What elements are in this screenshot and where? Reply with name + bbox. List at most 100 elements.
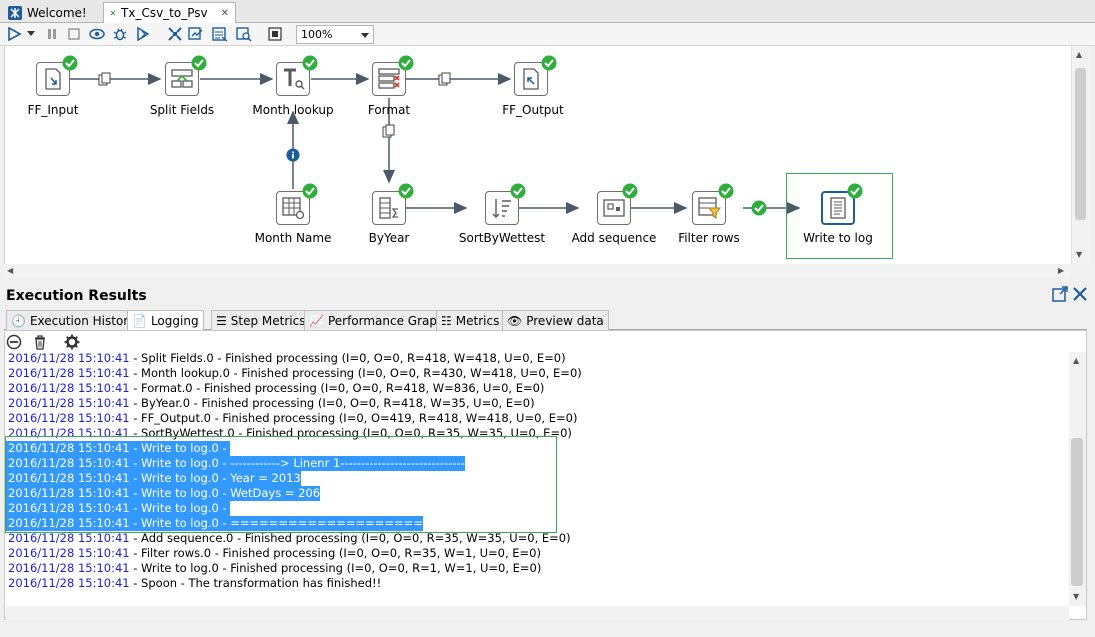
info-icon (286, 148, 300, 162)
success-badge-icon (622, 183, 638, 199)
file-output-icon (523, 68, 539, 90)
tab-label: Metrics (455, 313, 500, 328)
scroll-thumb[interactable] (1075, 68, 1086, 220)
scroll-up-icon[interactable]: ▲ (1076, 50, 1083, 59)
scroll-down-icon[interactable]: ▼ (1076, 250, 1083, 259)
verify-icon[interactable] (167, 26, 183, 42)
metrics-icon: ☷ (441, 313, 452, 328)
zoom-select[interactable]: 100% (296, 25, 374, 44)
log-horizontal-scrollbar[interactable] (6, 606, 1069, 620)
tab-step-metrics[interactable]: ☰Step Metrics (211, 310, 311, 330)
copy-rows-icon (438, 72, 451, 86)
impact-icon[interactable] (188, 26, 204, 42)
log-line: 2016/11/28 15:10:41 - Write to log.0 - W… (6, 486, 1066, 501)
tab-preview-data[interactable]: 👁Preview data (502, 310, 609, 330)
tab-logging[interactable]: 📄Logging (127, 310, 204, 330)
close-icon[interactable] (1072, 286, 1088, 302)
write-to-log-icon (830, 197, 846, 219)
log-line-selected: 2016/11/28 15:10:41 - Write to log.0 - Y… (6, 471, 301, 486)
step-split-fields[interactable] (165, 62, 199, 96)
log-message: - Write to log.0 - Finished processing (… (129, 561, 542, 575)
tab-transformation[interactable]: Tx_Csv_to_Psv ✕ (103, 2, 236, 23)
log-text-area[interactable]: 2016/11/28 15:10:41 - Split Fields.0 - F… (6, 352, 1066, 606)
log-line-text: 2016/11/28 15:10:41 - Write to log.0 - F… (6, 561, 541, 575)
step-label: Format (367, 103, 411, 117)
graph-icon: 📈 (309, 313, 324, 328)
step-label: Filter rows (678, 231, 740, 245)
transformation-canvas[interactable]: FF_Input Split Fields Month lookup Forma… (4, 46, 1071, 264)
step-month-name[interactable] (276, 191, 310, 225)
step-label: FF_Input (27, 103, 79, 117)
tab-metrics[interactable]: ☷Metrics (436, 310, 505, 330)
tab-welcome[interactable]: Welcome! (2, 2, 93, 23)
scroll-down-icon[interactable]: ▼ (1073, 592, 1080, 601)
step-sortbywettest[interactable] (485, 191, 519, 225)
debug-icon[interactable] (112, 26, 128, 42)
data-grid-icon (282, 197, 305, 220)
clear-log-icon[interactable] (6, 334, 22, 350)
select-values-icon (378, 68, 400, 89)
log-vertical-scrollbar[interactable]: ▲ ▼ (1069, 352, 1086, 606)
step-label: Month Name (254, 231, 332, 245)
scroll-thumb[interactable] (1071, 438, 1083, 586)
sort-rows-icon (492, 199, 511, 218)
hops-layer (70, 73, 801, 214)
history-icon: 🕘 (11, 313, 26, 328)
step-ff-output[interactable] (514, 62, 548, 96)
step-write-to-log[interactable] (821, 191, 855, 225)
selected-step-frame (786, 173, 893, 259)
scroll-left-icon[interactable]: ◀ (7, 266, 14, 275)
replay-icon[interactable] (135, 26, 151, 42)
success-badge-icon (847, 183, 863, 199)
log-line-text: 2016/11/28 15:10:41 - Format.0 - Finishe… (6, 381, 544, 395)
tab-label: Preview data (526, 313, 604, 328)
explore-db-icon[interactable] (236, 26, 252, 42)
log-message: - FF_Output.0 - Finished processing (I=0… (129, 411, 578, 425)
log-message: - Month lookup.0 - Finished processing (… (129, 366, 582, 380)
group-by-icon (379, 197, 398, 219)
run-dropdown-icon[interactable] (26, 26, 36, 42)
add-sequence-icon (603, 199, 625, 217)
eye-icon: 👁 (507, 313, 523, 328)
scroll-up-icon[interactable]: ▲ (1073, 356, 1080, 365)
log-line-text: 2016/11/28 15:10:41 - FF_Output.0 - Fini… (6, 411, 577, 425)
close-tab-icon[interactable]: ✕ (220, 7, 229, 19)
success-badge-icon (302, 183, 318, 199)
success-badge-icon (302, 55, 318, 71)
file-input-icon (45, 68, 61, 90)
log-line: 2016/11/28 15:10:41 - ByYear.0 - Finishe… (6, 396, 1066, 411)
log-line-text: 2016/11/28 15:10:41 - Month lookup.0 - F… (6, 366, 582, 380)
scroll-right-icon[interactable]: ▶ (1058, 266, 1065, 275)
log-timestamp: 2016/11/28 15:10:41 (8, 352, 130, 365)
detach-icon[interactable] (1052, 286, 1068, 302)
canvas-vertical-scrollbar[interactable]: ▲ ▼ (1071, 46, 1089, 264)
zoom-value: 100% (301, 28, 333, 41)
sql-icon[interactable] (212, 26, 228, 42)
success-badge-icon (398, 55, 414, 71)
preview-icon[interactable] (89, 26, 105, 42)
step-filter-rows[interactable] (692, 191, 726, 225)
log-line: 2016/11/28 15:10:41 - Filter rows.0 - Fi… (6, 546, 1066, 561)
trash-icon[interactable] (32, 334, 48, 350)
step-ff-input[interactable] (36, 62, 70, 96)
tab-label: Logging (150, 313, 199, 328)
log-message: - Filter rows.0 - Finished processing (I… (129, 546, 541, 560)
step-metrics-icon: ☰ (216, 313, 227, 328)
run-icon[interactable] (6, 26, 22, 42)
step-label: Split Fields (149, 103, 215, 117)
step-byyear[interactable] (372, 191, 406, 225)
settings-icon[interactable] (64, 334, 80, 350)
true-result-icon (751, 200, 767, 216)
tab-performance-graph[interactable]: 📈Performance Graph (304, 310, 450, 330)
log-message: - Write to log.0 - ==================== (129, 516, 423, 530)
tab-execution-history[interactable]: 🕘Execution History (6, 310, 141, 330)
stop-icon[interactable] (66, 26, 82, 42)
log-message: - Write to log.0 - Year = 2013 (129, 471, 301, 485)
grid-align-icon[interactable] (267, 26, 283, 42)
log-timestamp: 2016/11/28 15:10:41 (8, 366, 130, 380)
canvas-horizontal-scrollbar[interactable]: ◀ ▶ (4, 264, 1071, 279)
log-timestamp: 2016/11/28 15:10:41 (8, 531, 130, 545)
pause-icon[interactable] (44, 26, 60, 42)
step-label: FF_Output (502, 103, 564, 117)
log-line: 2016/11/28 15:10:41 - Write to log.0 - (6, 501, 1066, 516)
